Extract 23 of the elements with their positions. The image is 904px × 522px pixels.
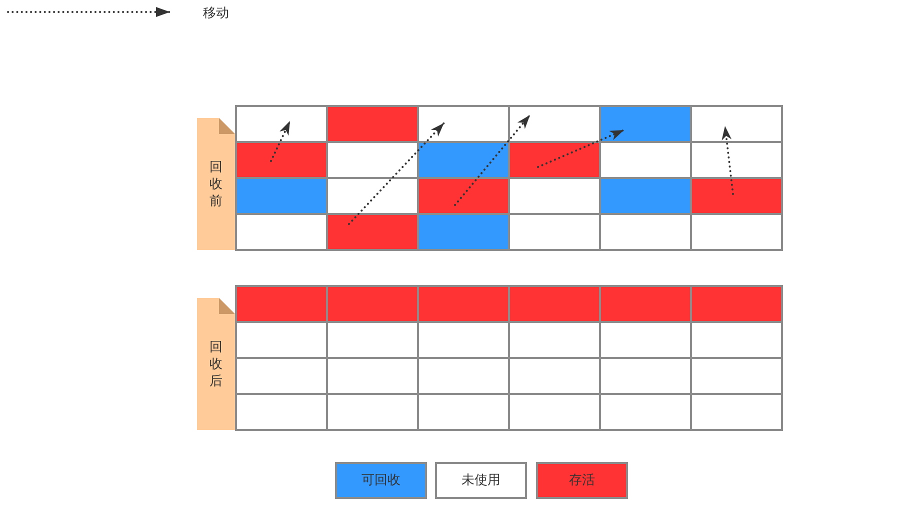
grid-cell	[417, 177, 508, 213]
tab-label: 回收后	[210, 338, 222, 390]
arrow	[537, 129, 625, 168]
grid-cell	[417, 105, 508, 141]
grid-cell	[235, 141, 326, 177]
arrow	[270, 120, 291, 162]
legend-label: 可回收	[362, 472, 400, 488]
note-tab	[197, 298, 235, 430]
grid-cell	[326, 213, 417, 251]
note-tab	[197, 118, 235, 250]
grid-cell	[599, 105, 690, 141]
grid-cell	[690, 177, 783, 213]
grid-cell	[235, 105, 326, 141]
arrow	[348, 122, 445, 225]
legend-label: 移动	[203, 6, 229, 22]
grid-cell	[508, 105, 599, 141]
grid-cell	[690, 105, 783, 141]
legend-label: 未使用	[462, 472, 500, 488]
arrow	[722, 125, 734, 195]
tab-label: 回收前	[210, 158, 222, 210]
grid-cell	[508, 141, 599, 177]
legend-label: 存活	[569, 472, 595, 488]
arrow	[454, 114, 531, 206]
